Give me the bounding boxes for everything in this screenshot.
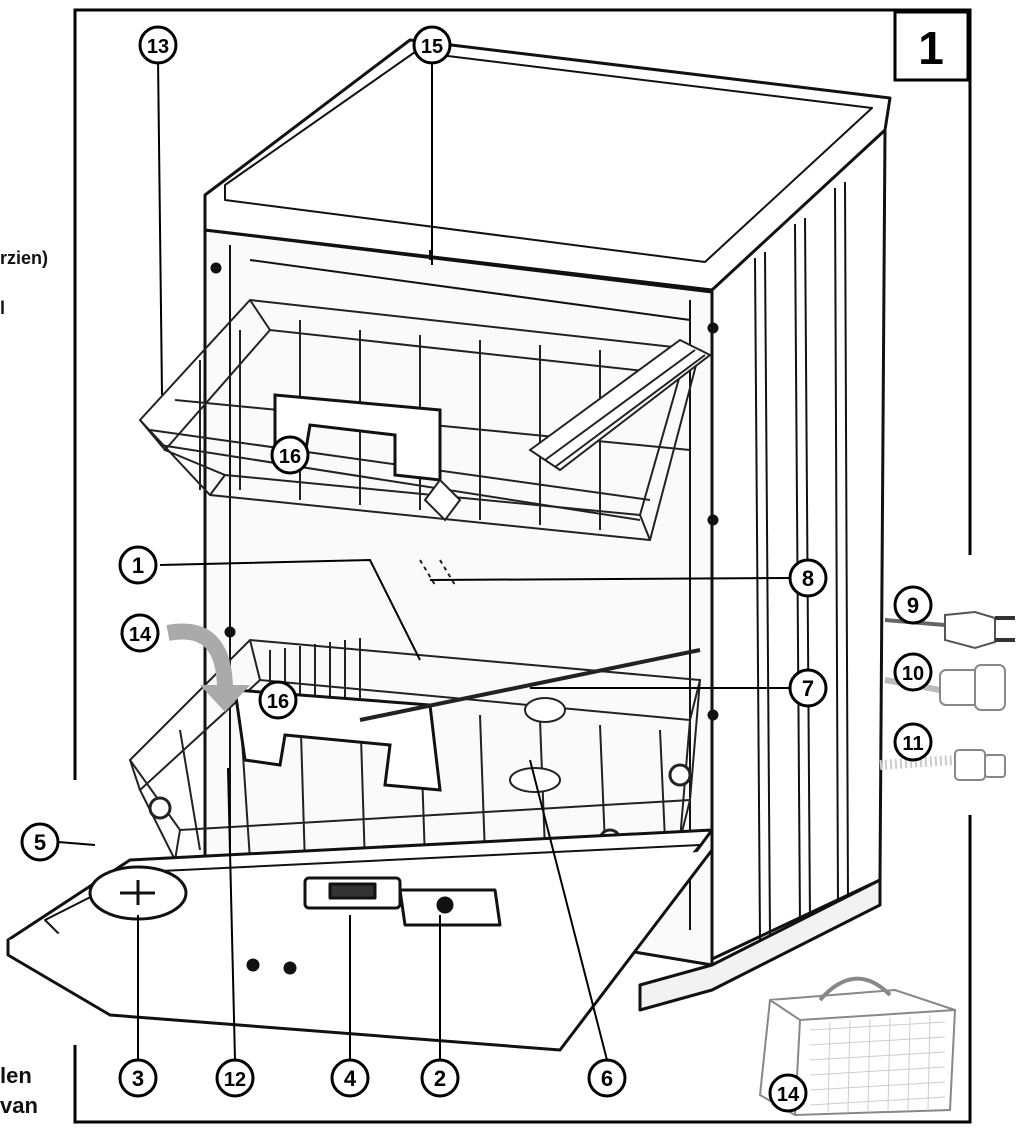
dishwasher-door — [6, 828, 714, 1052]
callout-number: 16 — [279, 446, 301, 468]
callout-number: 12 — [224, 1069, 246, 1091]
callout-number: 6 — [601, 1066, 613, 1091]
callout-15: 15 — [412, 25, 452, 65]
callout-2: 2 — [420, 1058, 460, 1098]
callout-number: 14 — [129, 624, 152, 646]
callout-number: 9 — [907, 593, 919, 618]
callout-number: 4 — [344, 1066, 357, 1091]
callout-number: 13 — [147, 36, 169, 58]
figure-number-box: 1 — [893, 10, 970, 82]
leader-lines — [57, 57, 791, 1061]
callout-7: 7 — [788, 668, 828, 708]
callout-6: 6 — [587, 1058, 627, 1098]
callout-3: 3 — [118, 1058, 158, 1098]
callout-14-arrow: 14 — [120, 613, 160, 653]
callout-number: 7 — [802, 676, 814, 701]
callout-number: 3 — [132, 1066, 144, 1091]
callout-13: 13 — [138, 25, 178, 65]
margin-text-fragment-4: van — [0, 1093, 38, 1118]
callout-10: 10 — [893, 652, 933, 692]
callout-8: 8 — [788, 558, 828, 598]
callout-number: 15 — [421, 36, 443, 58]
margin-text-fragment-3: len — [0, 1063, 32, 1088]
callout-14-basket: 14 — [768, 1073, 808, 1113]
callout-number: 11 — [902, 733, 923, 755]
insert-arrow-head — [200, 685, 250, 712]
margin-text-fragment-1: rzien) — [0, 248, 49, 268]
callout-number: 1 — [132, 553, 144, 578]
callout-number: 5 — [34, 830, 46, 855]
callout-number: 10 — [902, 663, 924, 685]
callout-16-upper: 16 — [270, 435, 310, 475]
insert-arrow — [166, 623, 233, 691]
callout-11: 11 — [893, 722, 933, 762]
callout-9: 9 — [893, 585, 933, 625]
callout-1: 1 — [118, 545, 158, 585]
callout-number: 8 — [802, 566, 814, 591]
figure-frame — [73, 8, 972, 1124]
callout-number: 14 — [777, 1084, 800, 1106]
callout-5: 5 — [20, 822, 60, 862]
callout-16-lower: 16 — [258, 680, 298, 720]
callout-number: 2 — [434, 1066, 446, 1091]
callout-12: 12 — [215, 1058, 255, 1098]
margin-text-fragment-2: l — [0, 298, 6, 318]
callouts: 13 15 16 1 8 9 14 10 16 7 11 5 3 12 4 2 … — [20, 25, 933, 1113]
callout-4: 4 — [330, 1058, 370, 1098]
cutlery-basket — [758, 976, 957, 1117]
callout-number: 16 — [267, 691, 289, 713]
figure-number: 1 — [918, 22, 944, 74]
